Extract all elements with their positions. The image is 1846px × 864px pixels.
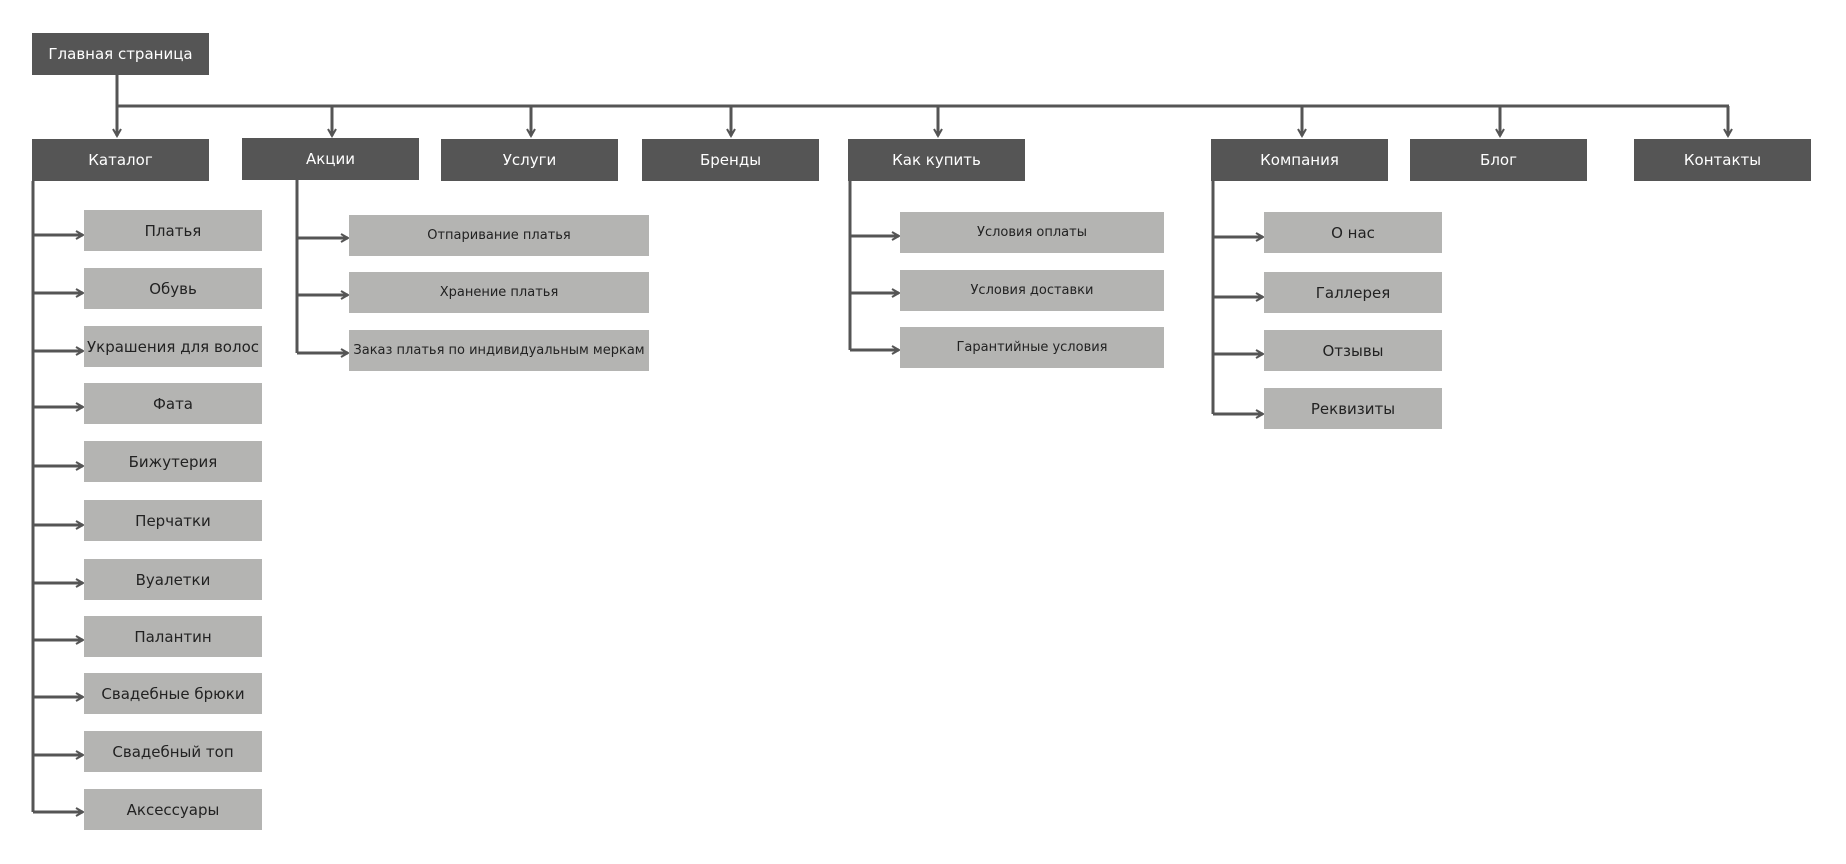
catalog-item-shoes[interactable]: Обувь xyxy=(84,268,262,309)
catalog-item-wedding-trousers[interactable]: Свадебные брюки xyxy=(84,673,262,714)
catalog-item-hair-accessories[interactable]: Украшения для волос xyxy=(84,326,262,367)
catalog-item-dresses[interactable]: Платья xyxy=(84,210,262,251)
catalog-item-gloves[interactable]: Перчатки xyxy=(84,500,262,541)
company-item-gallery[interactable]: Галлерея xyxy=(1264,272,1442,313)
section-catalog[interactable]: Каталог xyxy=(32,139,209,181)
how-to-buy-item-warranty[interactable]: Гарантийные условия xyxy=(900,327,1164,368)
company-item-about[interactable]: О нас xyxy=(1264,212,1442,253)
section-company[interactable]: Компания xyxy=(1211,139,1388,181)
catalog-item-jewelry[interactable]: Бижутерия xyxy=(84,441,262,482)
section-how-to-buy[interactable]: Как купить xyxy=(848,139,1025,181)
company-item-requisites[interactable]: Реквизиты xyxy=(1264,388,1442,429)
section-contacts[interactable]: Контакты xyxy=(1634,139,1811,181)
promo-item-custom-order[interactable]: Заказ платья по индивидуальным меркам xyxy=(349,330,649,371)
how-to-buy-item-delivery[interactable]: Условия доставки xyxy=(900,270,1164,311)
catalog-item-veil[interactable]: Фата xyxy=(84,383,262,424)
section-blog[interactable]: Блог xyxy=(1410,139,1587,181)
root-node[interactable]: Главная страница xyxy=(32,33,209,75)
catalog-item-wedding-top[interactable]: Свадебный топ xyxy=(84,731,262,772)
company-item-reviews[interactable]: Отзывы xyxy=(1264,330,1442,371)
catalog-item-birdcage-veils[interactable]: Вуалетки xyxy=(84,559,262,600)
promo-item-storage[interactable]: Хранение платья xyxy=(349,272,649,313)
section-services[interactable]: Услуги xyxy=(441,139,618,181)
promo-item-steaming[interactable]: Отпаривание платья xyxy=(349,215,649,256)
section-promo[interactable]: Акции xyxy=(242,138,419,180)
catalog-item-accessories[interactable]: Аксессуары xyxy=(84,789,262,830)
section-brands[interactable]: Бренды xyxy=(642,139,819,181)
how-to-buy-item-payment[interactable]: Условия оплаты xyxy=(900,212,1164,253)
catalog-item-stole[interactable]: Палантин xyxy=(84,616,262,657)
